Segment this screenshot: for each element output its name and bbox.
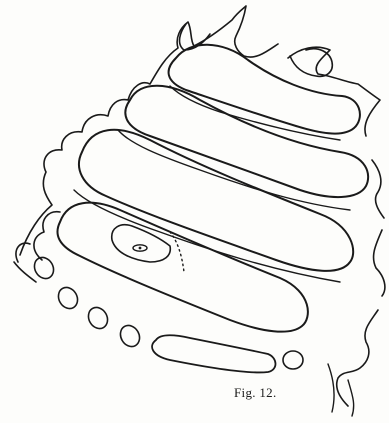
segment-2 [125,86,368,197]
segment-4-inner-lobe [112,225,171,262]
plate-3 [85,304,112,332]
figure-caption: Fig. 12. [234,385,277,400]
eye-pupil-icon [139,247,142,250]
plate-1 [31,254,58,282]
bottom-bar [152,335,275,372]
left-lower-outline [14,262,36,282]
segment-3 [79,130,353,271]
plate-5 [283,351,303,369]
plate-2 [55,284,82,312]
plate-4 [117,322,144,350]
